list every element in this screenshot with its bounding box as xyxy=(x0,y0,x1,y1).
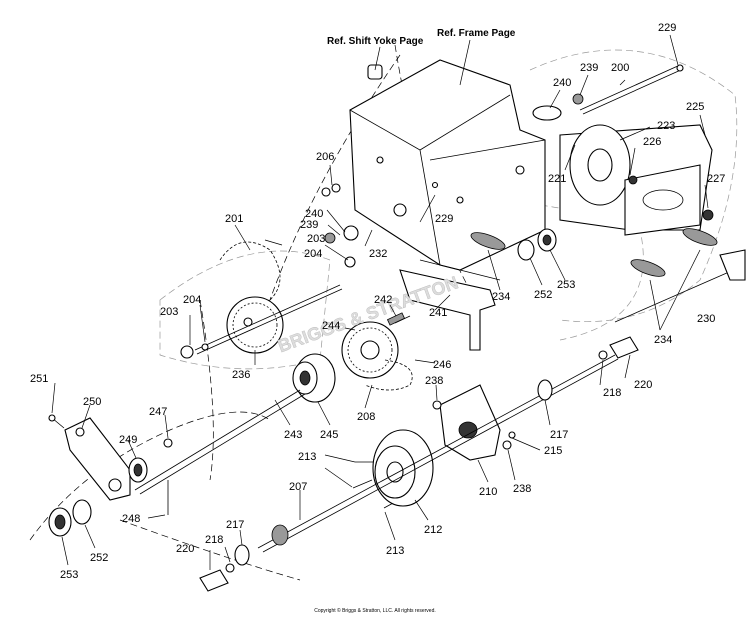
callout-246: 246 xyxy=(433,359,451,371)
callout-218: 218 xyxy=(205,534,223,546)
callout-253: 253 xyxy=(60,569,78,581)
callout-220: 220 xyxy=(634,379,652,391)
callout-220: 220 xyxy=(176,543,194,555)
callout-250: 250 xyxy=(83,396,101,408)
sprocket-244 xyxy=(341,321,413,391)
pulley-212 xyxy=(372,429,434,507)
hub-245 xyxy=(292,353,336,403)
callout-223: 223 xyxy=(657,120,675,132)
callout-234: 234 xyxy=(654,334,672,346)
callout-251: 251 xyxy=(30,373,48,385)
callout-203: 203 xyxy=(160,306,178,318)
callout-238: 238 xyxy=(425,375,443,387)
callout-225: 225 xyxy=(686,101,704,113)
callout-241: 241 xyxy=(429,307,447,319)
callout-252: 252 xyxy=(90,552,108,564)
callout-249: 249 xyxy=(119,434,137,446)
callout-203: 203 xyxy=(307,233,325,245)
callout-247: 247 xyxy=(149,406,167,418)
housing-210 xyxy=(439,384,501,461)
callout-245: 245 xyxy=(320,429,338,441)
callout-210: 210 xyxy=(479,486,497,498)
callout-239: 239 xyxy=(580,62,598,74)
callout-230: 230 xyxy=(697,313,715,325)
callout-213: 213 xyxy=(386,545,404,557)
springs-bushings xyxy=(470,228,718,277)
callout-240: 240 xyxy=(553,77,571,89)
callout-201: 201 xyxy=(225,213,243,225)
callout-252: 252 xyxy=(534,289,552,301)
callout-221: 221 xyxy=(548,173,566,185)
callout-200: 200 xyxy=(611,62,629,74)
small-parts xyxy=(180,225,639,592)
callout-204: 204 xyxy=(183,294,201,306)
callout-242: 242 xyxy=(374,294,392,306)
shift-lever xyxy=(399,249,746,351)
callout-229: 229 xyxy=(658,22,676,34)
frame-housing xyxy=(349,59,546,271)
ref-frame-label: Ref. Frame Page xyxy=(437,28,516,39)
chain-201 xyxy=(219,241,281,301)
bearing-252-253 xyxy=(48,499,92,537)
callout-204: 204 xyxy=(304,248,322,260)
upper-shaft-edge xyxy=(196,288,343,355)
bracket-250 xyxy=(64,417,131,501)
callout-240: 240 xyxy=(305,208,323,220)
callout-218: 218 xyxy=(603,387,621,399)
callout-212: 212 xyxy=(424,524,442,536)
callout-234: 234 xyxy=(492,291,510,303)
callout-207: 207 xyxy=(289,481,307,493)
upper-shaft xyxy=(194,284,341,351)
callout-labels: 229 239 240 200 225 223 226 221 227 206 … xyxy=(30,22,725,581)
callout-243: 243 xyxy=(284,429,302,441)
right-plate-assembly xyxy=(532,64,714,236)
callout-215: 215 xyxy=(544,445,562,457)
callout-206: 206 xyxy=(316,151,334,163)
callout-213: 213 xyxy=(298,451,316,463)
bearing-249 xyxy=(128,457,148,483)
callout-236: 236 xyxy=(232,369,250,381)
shaft-243 xyxy=(134,389,306,495)
sprocket-236 xyxy=(226,296,284,354)
callout-244: 244 xyxy=(322,320,340,332)
callout-217: 217 xyxy=(550,429,568,441)
callout-226: 226 xyxy=(643,136,661,148)
callout-239: 239 xyxy=(300,219,318,231)
callout-238: 238 xyxy=(513,483,531,495)
copyright-text: Copyright © Briggs & Stratton, LLC. All … xyxy=(314,607,436,614)
callout-232: 232 xyxy=(369,248,387,260)
callout-229: 229 xyxy=(435,213,453,225)
shaft-207 xyxy=(257,354,619,553)
callout-253: 253 xyxy=(557,279,575,291)
leader-lines xyxy=(51,34,709,570)
callout-227: 227 xyxy=(707,173,725,185)
callout-217: 217 xyxy=(226,519,244,531)
callout-208: 208 xyxy=(357,411,375,423)
ref-shift-yoke-label: Ref. Shift Yoke Page xyxy=(327,36,424,47)
callout-248: 248 xyxy=(122,513,140,525)
